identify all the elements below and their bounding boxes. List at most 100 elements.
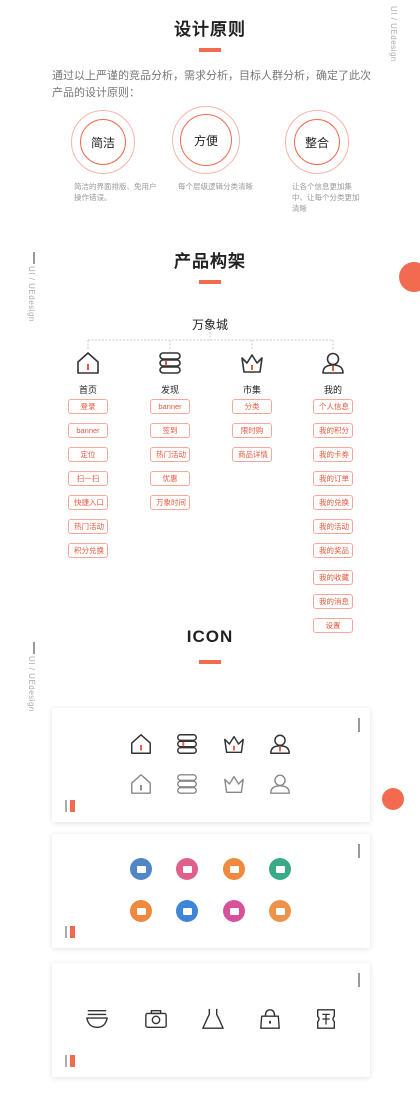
tag-item[interactable]: 分类	[232, 399, 272, 414]
card-mark	[65, 1055, 67, 1067]
card-mark	[358, 973, 360, 987]
principle-ring-inner: 简洁	[80, 119, 126, 165]
title-underline-design	[199, 48, 221, 52]
camera-icon	[145, 1010, 167, 1028]
title-underline-architecture	[199, 280, 221, 284]
card-mark	[65, 800, 67, 812]
crown-icon	[176, 858, 198, 880]
principle-ring-inner: 方便	[180, 114, 232, 166]
tag-item[interactable]: banner	[150, 399, 190, 414]
icon-card-outline	[52, 708, 370, 822]
card-mark-accent	[70, 800, 75, 812]
clock-icon	[269, 900, 291, 922]
tag-list-profile: 个人信息 我的积分 我的卡券 我的订单 我的兑换 我的活动 我的奖品 我的收藏 …	[295, 399, 371, 642]
section-title-icon: ICON	[186, 627, 234, 646]
tag-list-discover: banner 签到 热门活动 优惠 万象时间	[132, 399, 208, 519]
chat-icon	[130, 900, 152, 922]
noodle-bowl-icon	[86, 1010, 108, 1028]
section-title-architecture: 产品构架	[174, 252, 246, 271]
tag-item[interactable]: 优惠	[150, 471, 190, 486]
side-label-left-1: UI / UEdesign	[27, 266, 36, 322]
profile-icon	[270, 734, 290, 754]
principle-convenient: 方便	[161, 106, 251, 174]
tag-item[interactable]: 热门活动	[68, 519, 108, 534]
tag-item[interactable]: 商品详情	[232, 447, 272, 462]
tag-item[interactable]: 签到	[150, 423, 190, 438]
deco-circle-2	[382, 788, 404, 810]
discover-icon	[159, 352, 181, 374]
tag-item[interactable]: 个人信息	[313, 399, 353, 414]
principle-ring: 方便	[172, 106, 240, 174]
principle-integrate: 整合	[272, 110, 362, 174]
arch-column-label: 我的	[323, 385, 342, 395]
arch-column-discover: 发现	[132, 350, 208, 396]
arch-column-label: 首页	[78, 385, 97, 395]
tag-item[interactable]: 我的消息	[313, 594, 353, 609]
card-mark	[358, 718, 360, 732]
tag-item[interactable]: 我的积分	[313, 423, 353, 438]
arch-column-profile: 我的	[295, 350, 371, 396]
discover-icon	[177, 734, 197, 754]
ticket-icon	[317, 1009, 335, 1029]
principle-ring: 整合	[285, 110, 349, 174]
tag-item[interactable]: 扫一扫	[68, 471, 108, 486]
principle-desc-integrate: 让各个信息更加集中、让每个分类更加清晰	[292, 182, 360, 213]
title-underline-icon	[199, 660, 221, 664]
market-basket-icon	[241, 354, 263, 373]
arch-column-market: 市集	[214, 350, 290, 396]
tag-item[interactable]: 我的订单	[313, 471, 353, 486]
tag-item[interactable]: 积分兑换	[68, 543, 108, 558]
card-mark	[358, 844, 360, 858]
side-mark-1	[33, 252, 35, 264]
card-mark	[65, 926, 67, 938]
architecture-connector-lines	[87, 332, 334, 350]
principle-desc-simple: 简洁的界面排版、免用户操作错误。	[74, 182, 157, 202]
side-mark-2	[33, 642, 35, 654]
deco-circle-1	[399, 262, 420, 292]
calendar-icon	[176, 900, 198, 922]
home-icon	[131, 734, 151, 754]
market-basket-icon	[224, 775, 244, 793]
principle-ring-inner: 整合	[294, 119, 340, 165]
tag-item[interactable]: 我的收藏	[313, 570, 353, 585]
tag-item[interactable]: 我的奖品	[313, 543, 353, 558]
handbag-icon	[260, 1009, 280, 1029]
tag-item[interactable]: 登录	[68, 399, 108, 414]
discover-icon	[177, 774, 197, 794]
tag-item[interactable]: 设置	[313, 618, 353, 633]
card-mark-accent	[70, 1055, 75, 1067]
arch-column-label: 市集	[242, 385, 261, 395]
side-label-left-2: UI / UEdesign	[27, 656, 36, 712]
tag-item[interactable]: 限时购	[232, 423, 272, 438]
principle-desc-convenient: 每个层级逻辑分类清晰	[178, 182, 253, 191]
profile-icon	[322, 352, 344, 374]
home-icon	[77, 352, 99, 374]
tag-item[interactable]: 热门活动	[150, 447, 190, 462]
icon-card-colored	[52, 834, 370, 948]
principle-ring: 简洁	[71, 110, 135, 174]
arch-column-home: 首页	[50, 350, 126, 396]
profile-icon	[270, 774, 290, 794]
shopping-bag-icon	[223, 900, 245, 922]
tag-list-market: 分类 限时购 商品详情	[214, 399, 290, 471]
architecture-root: 万象城	[191, 318, 228, 332]
principle-label: 简洁	[90, 135, 115, 150]
coffee-cup-icon	[269, 858, 291, 880]
icon-card-line	[52, 963, 370, 1077]
principle-label: 整合	[304, 135, 329, 150]
design-intro: 通过以上严谨的竞品分析，需求分析，目标人群分析，确定了此次产品的设计原则：	[52, 70, 371, 99]
tag-item[interactable]: 我的卡券	[313, 447, 353, 462]
tag-item[interactable]: 快捷入口	[68, 495, 108, 510]
section-title-design: 设计原则	[174, 20, 246, 39]
tag-item[interactable]: 我的活动	[313, 519, 353, 534]
dress-icon	[202, 1008, 224, 1029]
tag-item[interactable]: 我的兑换	[313, 495, 353, 510]
principle-simple: 简洁	[58, 110, 148, 174]
arch-column-label: 发现	[160, 385, 179, 395]
store-icon	[223, 858, 245, 880]
tag-item[interactable]: banner	[68, 423, 108, 438]
principle-label: 方便	[193, 133, 218, 148]
tag-list-home: 登录 banner 定位 扫一扫 快捷入口 热门活动 积分兑换	[50, 399, 126, 567]
tag-item[interactable]: 定位	[68, 447, 108, 462]
tag-item[interactable]: 万象时间	[150, 495, 190, 510]
